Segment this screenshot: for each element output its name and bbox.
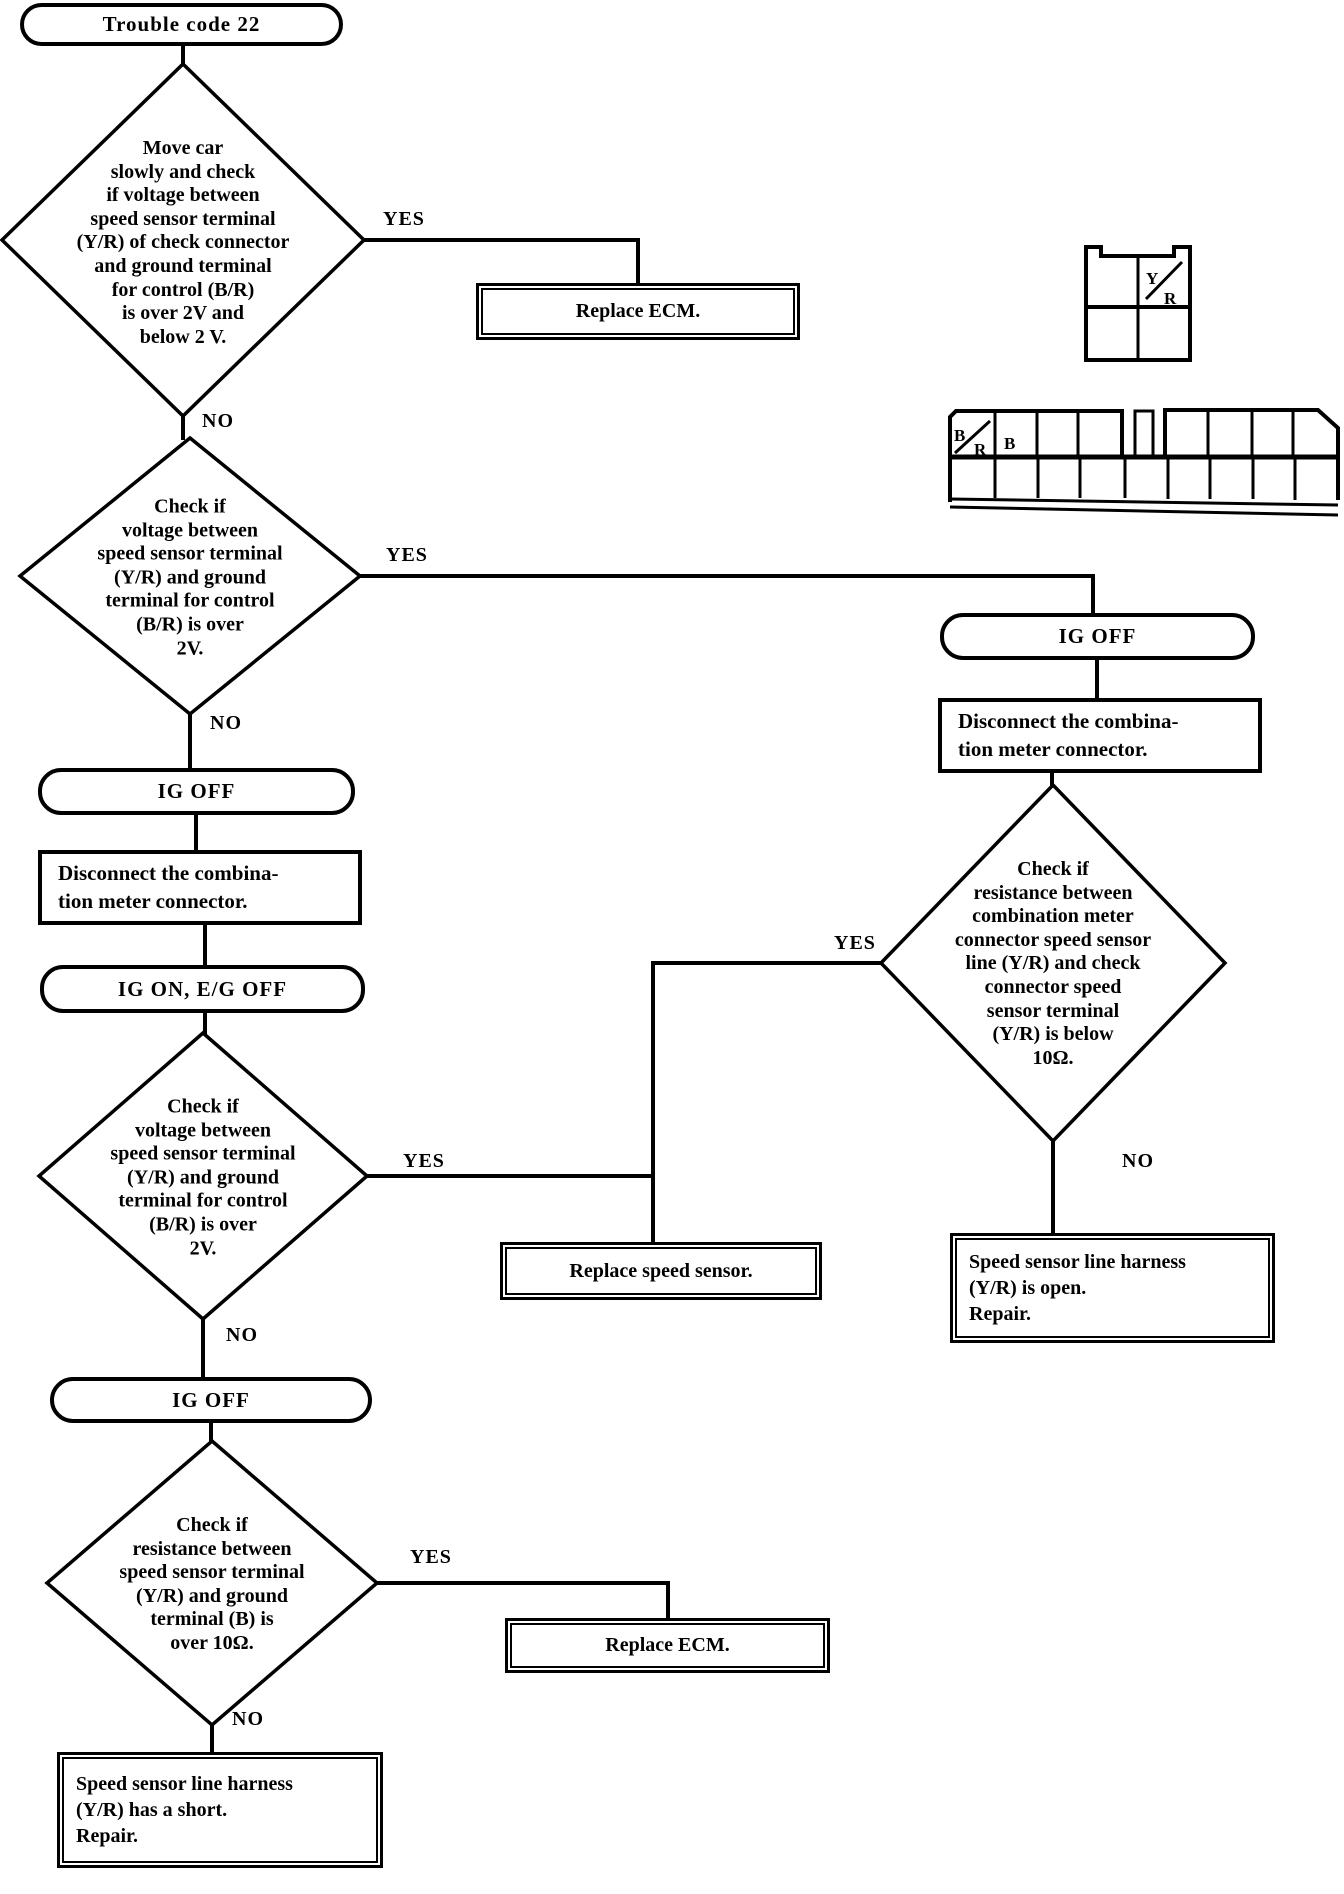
decision-d2-shape — [17, 435, 363, 717]
action-harness-open-label: Speed sensor line harness (Y/R) is open.… — [955, 1238, 1270, 1338]
meter-connector-outline-left — [948, 409, 1124, 502]
decision-d1-text: Move car slowly and check if voltage bet… — [76, 136, 290, 348]
check-connector-wire-slash — [1144, 260, 1184, 301]
meter-connector-notch-cell — [1133, 409, 1155, 457]
terminal-ig-off-bottom-label: IG OFF — [172, 1387, 250, 1412]
meter-connector-cell2-label: B — [1004, 434, 1015, 453]
line-d1-yes — [364, 238, 640, 285]
decision-d3right-text: Check if resistance between combination … — [954, 857, 1152, 1069]
check-connector-wire-top-label: Y — [1146, 269, 1158, 288]
branch-label-no-d1: NO — [202, 410, 234, 432]
line-d4-yes — [377, 1581, 670, 1620]
action-replace-ecm-2: Replace ECM. — [505, 1618, 830, 1673]
branch-label-yes-d3right: YES — [834, 932, 876, 954]
decision-d3left-shape — [36, 1030, 370, 1322]
branch-label-yes-d3left: YES — [403, 1150, 445, 1172]
meter-connector-bottom-edge — [949, 497, 1339, 507]
meter-connector-bottom-strip — [949, 505, 1339, 517]
branch-label-no-d4: NO — [232, 1708, 264, 1730]
action-replace-speed-sensor: Replace speed sensor. — [500, 1242, 822, 1300]
terminal-ig-off-bottom: IG OFF — [50, 1377, 372, 1423]
action-replace-ecm-1: Replace ECM. — [476, 283, 800, 340]
terminal-ig-on-eg-off: IG ON, E/G OFF — [40, 965, 365, 1013]
branch-label-yes-d1: YES — [383, 208, 425, 230]
decision-d3left-text: Check if voltage between speed sensor te… — [110, 1095, 296, 1259]
check-connector-wire-bottom-label: R — [1164, 289, 1177, 308]
meter-connector-cell1-top-label: B — [954, 426, 965, 445]
process-disconnect-right: Disconnect the combina- tion meter conne… — [938, 698, 1262, 773]
action-replace-speed-sensor-label: Replace speed sensor. — [505, 1247, 817, 1295]
meter-connector-wire-slash — [953, 419, 992, 455]
terminal-ig-off-left-label: IG OFF — [157, 779, 236, 803]
branch-label-yes-d4: YES — [410, 1546, 452, 1568]
process-disconnect-left: Disconnect the combina- tion meter conne… — [38, 850, 362, 925]
meter-connector-bottom-cell-dividers — [993, 459, 1297, 500]
meter-connector-cell1-bottom-label: R — [974, 440, 987, 459]
decision-d4-shape — [44, 1438, 380, 1728]
terminal-ig-off-left: IG OFF — [38, 768, 355, 815]
action-harness-short-label: Speed sensor line harness (Y/R) has a sh… — [62, 1757, 378, 1863]
meter-connector-outline-right — [1163, 408, 1340, 500]
terminal-ig-off-right: IG OFF — [940, 613, 1255, 660]
line-d3right-yes — [651, 961, 881, 1244]
terminal-start: Trouble code 22 — [20, 3, 343, 46]
action-replace-ecm-2-label: Replace ECM. — [510, 1623, 825, 1668]
meter-connector-diagram: B R B — [948, 408, 1340, 517]
decision-d3right-shape — [878, 782, 1228, 1144]
branch-label-no-d3right: NO — [1122, 1150, 1154, 1172]
check-connector-diagram: Y R — [1084, 245, 1192, 362]
decision-d2-text: Check if voltage between speed sensor te… — [97, 495, 283, 659]
action-harness-open: Speed sensor line harness (Y/R) is open.… — [950, 1233, 1275, 1343]
action-replace-ecm-1-label: Replace ECM. — [481, 288, 795, 335]
terminal-start-label: Trouble code 22 — [102, 12, 261, 36]
branch-label-no-d3left: NO — [226, 1324, 258, 1346]
action-harness-short: Speed sensor line harness (Y/R) has a sh… — [57, 1752, 383, 1868]
terminal-ig-on-eg-off-label: IG ON, E/G OFF — [117, 976, 288, 1001]
meter-connector-top-cell-dividers — [993, 411, 1295, 457]
decision-d1-shape — [0, 61, 367, 419]
line-d2-yes — [360, 574, 1095, 615]
check-connector-outline — [1084, 245, 1192, 362]
branch-label-yes-d2: YES — [386, 544, 428, 566]
decision-d4-text: Check if resistance between speed sensor… — [119, 1514, 305, 1655]
branch-label-no-d2: NO — [210, 712, 242, 734]
terminal-ig-off-right-label: IG OFF — [1058, 624, 1137, 648]
